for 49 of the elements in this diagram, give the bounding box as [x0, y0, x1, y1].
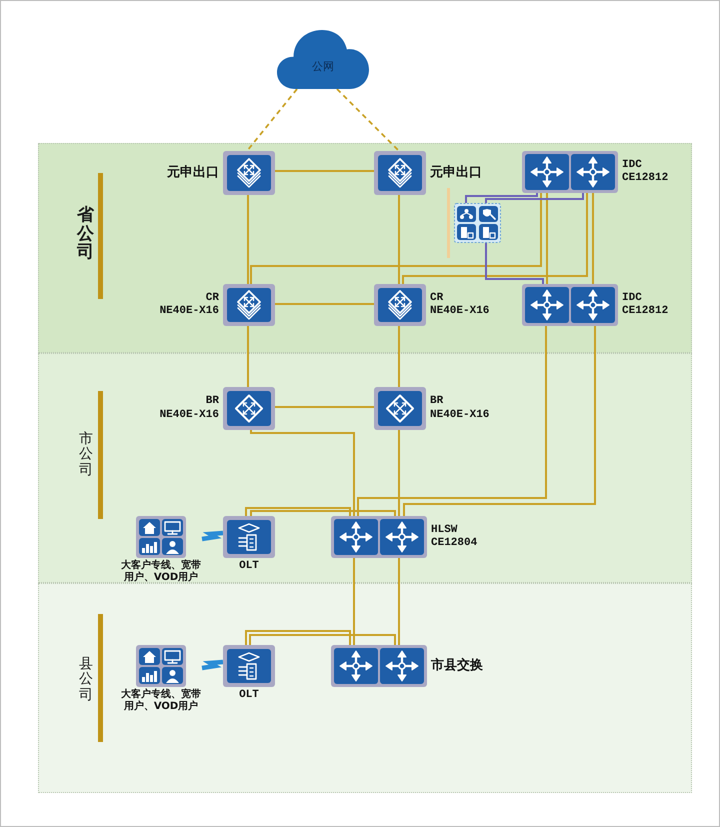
- dashed-connector: [246, 88, 298, 152]
- device-label: 元申出口: [430, 165, 483, 181]
- connector-line: [398, 430, 400, 516]
- connector-line: [250, 510, 396, 516]
- device-label: BR NE40E-X16: [430, 395, 490, 422]
- connector-line: [275, 170, 374, 172]
- lightning-link: [202, 660, 224, 670]
- device-label: 大客户专线、宽带用户、VOD用户: [120, 689, 202, 713]
- device-label: OLT: [238, 560, 260, 574]
- connector-line: [398, 326, 400, 387]
- connector-line: [275, 406, 374, 408]
- connector-line: [398, 195, 400, 284]
- device-label: IDC CE12812: [622, 292, 670, 318]
- cloud-label: 公网: [312, 59, 334, 74]
- connector-line: [247, 326, 249, 387]
- connector-line: [592, 193, 594, 284]
- connector-line: [245, 507, 351, 516]
- zone-band: [38, 143, 692, 353]
- connector-line: [250, 430, 355, 516]
- connector-line: [245, 630, 351, 645]
- connector-line: [250, 193, 542, 284]
- connector-line: [402, 193, 588, 284]
- zone-label: 省公司: [77, 206, 94, 262]
- zone-band: [38, 353, 692, 583]
- device-label: IDC CE12812: [622, 158, 670, 186]
- zone-label: 县公司: [79, 657, 93, 704]
- device-label: CR NE40E-X16: [430, 292, 490, 318]
- connector-line: [465, 193, 538, 203]
- connector-line: [546, 193, 548, 284]
- device-label: 大客户专线、宽带用户、VOD用户: [120, 560, 202, 584]
- zone-label: 市公司: [79, 432, 93, 478]
- device-label: 市县交换: [431, 658, 484, 674]
- device-label: HLSW CE12804: [431, 524, 478, 550]
- device-label: BR NE40E-X16: [158, 395, 219, 422]
- lightning-link: [202, 530, 224, 542]
- zone-band: [38, 583, 692, 793]
- connector-line: [249, 634, 396, 645]
- connector-line: [353, 558, 355, 645]
- connector-line: [247, 195, 249, 284]
- device-label: 元申出口: [166, 165, 219, 181]
- device-label: CR NE40E-X16: [158, 292, 219, 318]
- device-label: OLT: [238, 689, 260, 702]
- connector-line: [398, 558, 400, 645]
- dashed-connector: [336, 88, 400, 152]
- connector-line: [275, 303, 374, 305]
- connector-line: [357, 326, 547, 516]
- connector-line: [403, 326, 596, 516]
- connector-line: [485, 193, 584, 203]
- connector-line: [485, 243, 544, 284]
